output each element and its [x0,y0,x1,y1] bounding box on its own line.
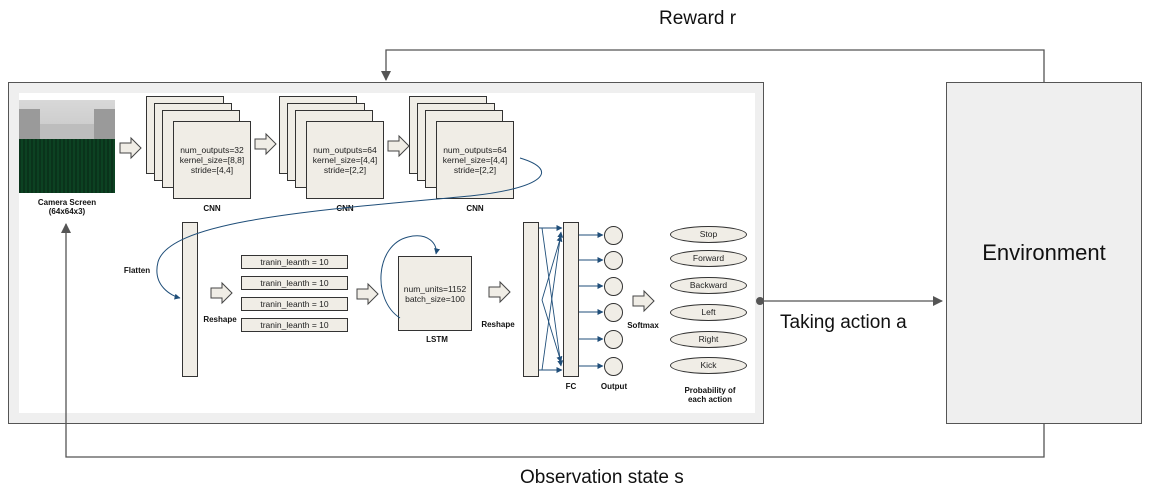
probability-label: Probability of each action [684,386,736,404]
action-origin-dot [756,297,764,305]
block-arrow [119,136,142,160]
cnn3-card: num_outputs=64 kernel_size=[4,4] stride=… [436,121,514,199]
reshape2-label: Reshape [481,320,515,329]
cnn1-card: num_outputs=32 kernel_size=[8,8] stride=… [173,121,251,199]
softmax-label: Softmax [627,321,659,330]
block-arrow [254,132,277,156]
block-arrow [632,289,655,313]
block-arrow [356,282,379,306]
train-row: tranin_leanth = 10 [241,276,348,290]
observation-label: Observation state s [520,467,684,488]
action-kick: Kick [670,357,747,374]
output-neuron [604,330,623,349]
camera-label: Camera Screen (64x64x3) [37,198,97,216]
flatten-label: Flatten [123,266,151,275]
environment-box: Environment [946,82,1142,424]
cnn3-label: CNN [466,204,484,213]
output-neuron [604,226,623,245]
reward-label: Reward r [659,8,737,29]
block-arrow [488,280,511,304]
action-label: Taking action a [780,312,907,333]
lstm-box: num_units=1152 batch_size=100 [398,256,472,331]
fc-label: FC [565,382,577,391]
block-arrow [387,134,410,158]
train-row: tranin_leanth = 10 [241,255,348,269]
flatten-curve [156,157,542,300]
action-stop: Stop [670,226,747,243]
reshape-bar [523,222,539,377]
reshape1-label: Reshape [203,315,237,324]
cnn2-label: CNN [336,204,354,213]
cnn2-card: num_outputs=64 kernel_size=[4,4] stride=… [306,121,384,199]
cnn1-label: CNN [203,204,221,213]
reward-loop-line [381,49,1045,82]
lstm-loop [380,235,441,319]
lstm-label: LSTM [426,335,448,344]
observation-loop-line [61,223,1045,458]
output-neuron [604,251,623,270]
environment-label: Environment [982,240,1106,265]
action-forward: Forward [670,250,747,267]
output-neuron [604,277,623,296]
output-neuron [604,303,623,322]
action-left: Left [670,304,747,321]
train-row: tranin_leanth = 10 [241,297,348,311]
fc-bar [563,222,579,377]
camera-screen-image [19,100,115,193]
train-row: tranin_leanth = 10 [241,318,348,332]
flatten-bar [182,222,198,377]
block-arrow [210,281,233,305]
output-label: Output [600,382,628,391]
action-right: Right [670,331,747,348]
action-backward: Backward [670,277,747,294]
output-neuron [604,357,623,376]
